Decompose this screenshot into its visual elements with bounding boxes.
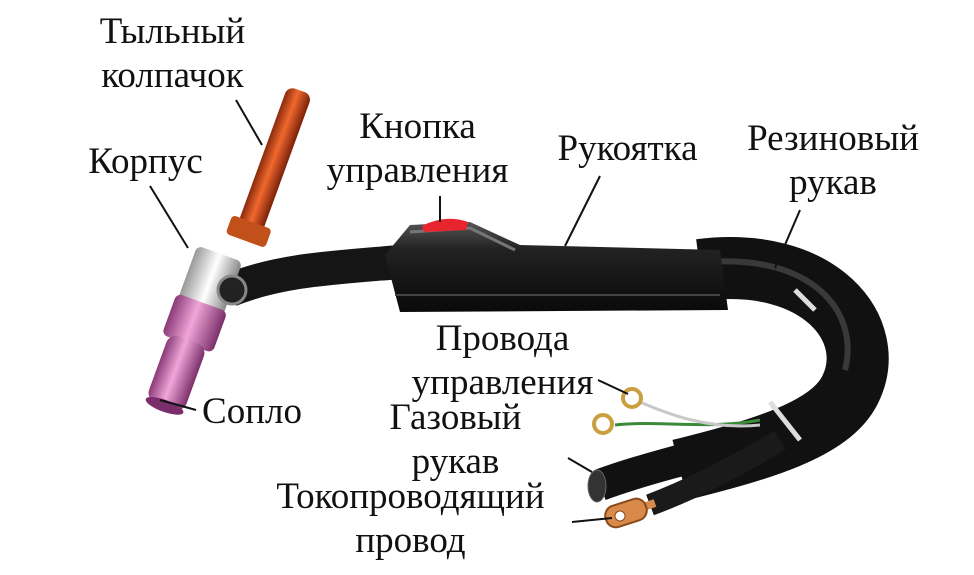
nozzle (145, 294, 226, 415)
label-line: рукав (411, 441, 500, 482)
label-handle: Рукоятка (557, 128, 698, 169)
torch-neck (223, 245, 402, 306)
label-control-button: Кнопка управления (305, 105, 530, 193)
label-body: Корпус (88, 141, 203, 182)
control-wires (592, 387, 761, 435)
gas-hose (587, 424, 764, 503)
label-line: Кнопка (359, 106, 476, 147)
label-line: управления (411, 362, 594, 403)
pivot-joint (216, 274, 248, 306)
label-line: Тыльный (99, 11, 246, 52)
label-line: управления (326, 150, 509, 191)
label-back-cap: Тыльный колпачок (80, 10, 265, 98)
label-current-cable: Токопроводящий провод (248, 475, 573, 563)
label-gas-hose: Газовый рукав (378, 396, 533, 484)
label-line: Газовый (389, 397, 522, 438)
handle (385, 222, 728, 312)
current-cable (604, 430, 786, 529)
label-line: Токопроводящий (276, 476, 545, 517)
label-nozzle: Сопло (202, 391, 302, 432)
back-cap (226, 88, 310, 247)
control-button (422, 218, 468, 232)
label-line: рукав (789, 162, 877, 203)
label-line: Провода (435, 318, 570, 359)
label-line: провод (355, 520, 466, 561)
label-rubber-hose: Резиновый рукав (728, 117, 938, 205)
leader-lines (149, 99, 801, 523)
label-line: Резиновый (747, 118, 919, 159)
label-line: колпачок (101, 55, 244, 96)
label-control-wires: Провода управления (400, 317, 605, 405)
